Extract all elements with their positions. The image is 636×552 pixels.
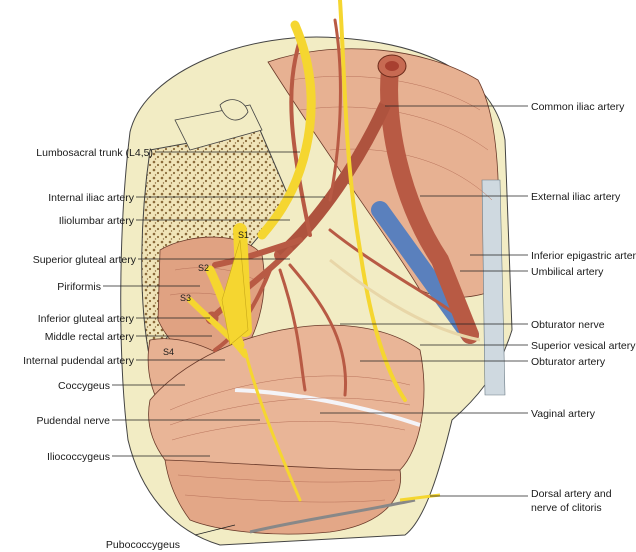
label-pudendal-nerve: Pudendal nerve xyxy=(36,415,110,427)
sacral-nerve-label: S3 xyxy=(180,293,191,303)
label-middle-rectal-artery: Middle rectal artery xyxy=(45,331,135,343)
sacral-nerve-label: S1 xyxy=(238,230,249,240)
pubic-ramus xyxy=(249,498,416,534)
label-obturator-artery: Obturator artery xyxy=(531,356,606,368)
leader-lines xyxy=(103,105,528,536)
label-superior-gluteal-artery: Superior gluteal artery xyxy=(33,254,137,266)
label-obturator-nerve: Obturator nerve xyxy=(531,319,605,331)
label-dorsal-artery-line2: nerve of clitoris xyxy=(531,502,602,514)
vaginal-band xyxy=(234,388,421,427)
label-coccygeus: Coccygeus xyxy=(58,380,110,392)
label-piriformis: Piriformis xyxy=(57,281,101,293)
label-umbilical-artery: Umbilical artery xyxy=(531,266,604,278)
label-vaginal-artery: Vaginal artery xyxy=(531,408,596,420)
label-pubococcygeus: Pubococcygeus xyxy=(106,539,180,551)
label-dorsal-artery-line1: Dorsal artery and xyxy=(531,488,612,500)
pubococcygeus-muscle xyxy=(164,459,402,535)
sacral-nerve-label: S2 xyxy=(198,263,209,273)
label-iliolumbar-artery: Iliolumbar artery xyxy=(59,215,135,227)
label-lumbosacral-trunk: Lumbosacral trunk (L4,5) xyxy=(36,147,153,159)
label-common-iliac-artery: Common iliac artery xyxy=(531,101,625,113)
label-internal-pudendal-artery: Internal pudendal artery xyxy=(23,355,135,367)
label-superior-vesical-artery: Superior vesical artery xyxy=(531,340,636,352)
obturator-strand xyxy=(329,258,481,342)
external-iliac-artery-vessel xyxy=(380,61,479,344)
label-inferior-gluteal-artery: Inferior gluteal artery xyxy=(38,313,135,325)
label-iliococcygeus: Iliococcygeus xyxy=(47,451,110,463)
spinal-process xyxy=(219,99,249,121)
label-inferior-epigastric-artery: Inferior epigastric artery xyxy=(531,250,636,262)
label-external-iliac-artery: External iliac artery xyxy=(531,191,621,203)
sacral-nerve-label: S4 xyxy=(163,347,174,357)
lumen xyxy=(385,61,399,71)
inguinal-ligament xyxy=(481,179,506,396)
sacral-plexus xyxy=(221,239,249,346)
label-internal-iliac-artery: Internal iliac artery xyxy=(48,192,135,204)
